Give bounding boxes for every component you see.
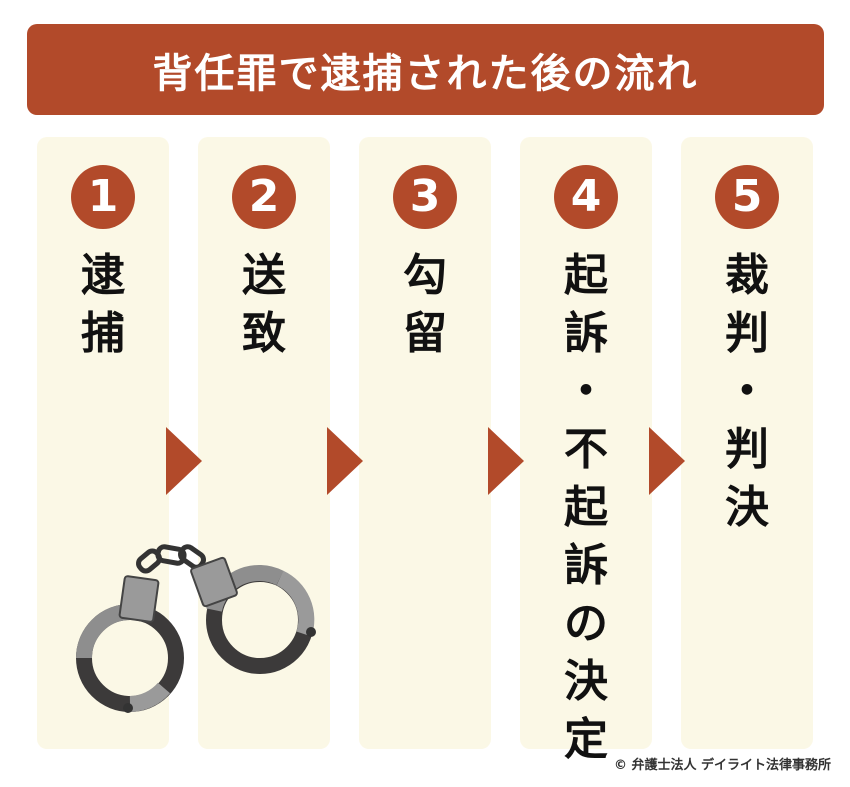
step-1-label: 逮 捕 — [37, 247, 169, 363]
step-4-char: 訴 — [564, 540, 608, 591]
right-cuff-bar-icon — [276, 570, 315, 637]
step-2-label: 送 致 — [198, 247, 330, 363]
step-4-char: 起 — [564, 250, 608, 301]
step-4-char: 訴 — [564, 308, 608, 359]
page-title: 背任罪で逮捕された後の流れ — [152, 50, 699, 97]
left-cuff-bar-icon — [129, 682, 171, 712]
step-1-char: 逮 — [81, 250, 125, 301]
step-3-char: 留 — [403, 308, 447, 359]
step-3-label: 勾 留 — [359, 247, 491, 363]
step-1-number: 1 — [71, 165, 135, 229]
step-4-char: 決 — [564, 656, 608, 707]
step-5-number: 5 — [715, 165, 779, 229]
chain-link-icon — [178, 544, 206, 570]
step-5-char: 決 — [725, 482, 769, 533]
copyright-notice: © 弁護士法人 デイライト法律事務所 — [613, 758, 831, 773]
right-cuff-rivet-icon — [306, 627, 316, 637]
right-cuff-lock-icon — [190, 556, 238, 608]
left-cuff-lock-icon — [118, 575, 160, 623]
step-2-char: 致 — [242, 308, 286, 359]
step-4-char: 起 — [564, 482, 608, 533]
step-2-char: 送 — [242, 250, 286, 301]
arrow-right-icon — [488, 427, 524, 495]
step-1-char: 捕 — [81, 308, 125, 359]
step-4-char: 不 — [564, 424, 608, 475]
arrow-right-icon — [327, 427, 363, 495]
step-2-number: 2 — [232, 165, 296, 229]
step-1-panel: 1 逮 捕 — [37, 137, 169, 749]
step-4-label: 起 訴 ・ 不 起 訴 の 決 定 — [520, 247, 652, 769]
step-4-char: 定 — [564, 714, 608, 765]
step-3-number: 3 — [393, 165, 457, 229]
title-banner: 背任罪で逮捕された後の流れ — [27, 24, 824, 115]
step-3-char: 勾 — [403, 250, 447, 301]
arrow-right-icon — [166, 427, 202, 495]
step-4-panel: 4 起 訴 ・ 不 起 訴 の 決 定 — [520, 137, 652, 765]
step-5-char: 裁 — [725, 250, 769, 301]
step-5-label: 裁 判 ・ 判 決 — [681, 247, 813, 537]
step-5-char: ・ — [725, 366, 769, 417]
arrow-right-icon — [649, 427, 685, 495]
step-3-panel: 3 勾 留 — [359, 137, 491, 749]
step-4-char: の — [564, 598, 608, 649]
step-5-panel: 5 裁 判 ・ 判 決 — [681, 137, 813, 749]
step-4-char: ・ — [564, 366, 608, 417]
handcuffs-icon — [76, 544, 316, 713]
step-5-char: 判 — [725, 424, 769, 475]
left-cuff-rivet-icon — [123, 703, 133, 713]
step-5-char: 判 — [725, 308, 769, 359]
step-4-number: 4 — [554, 165, 618, 229]
